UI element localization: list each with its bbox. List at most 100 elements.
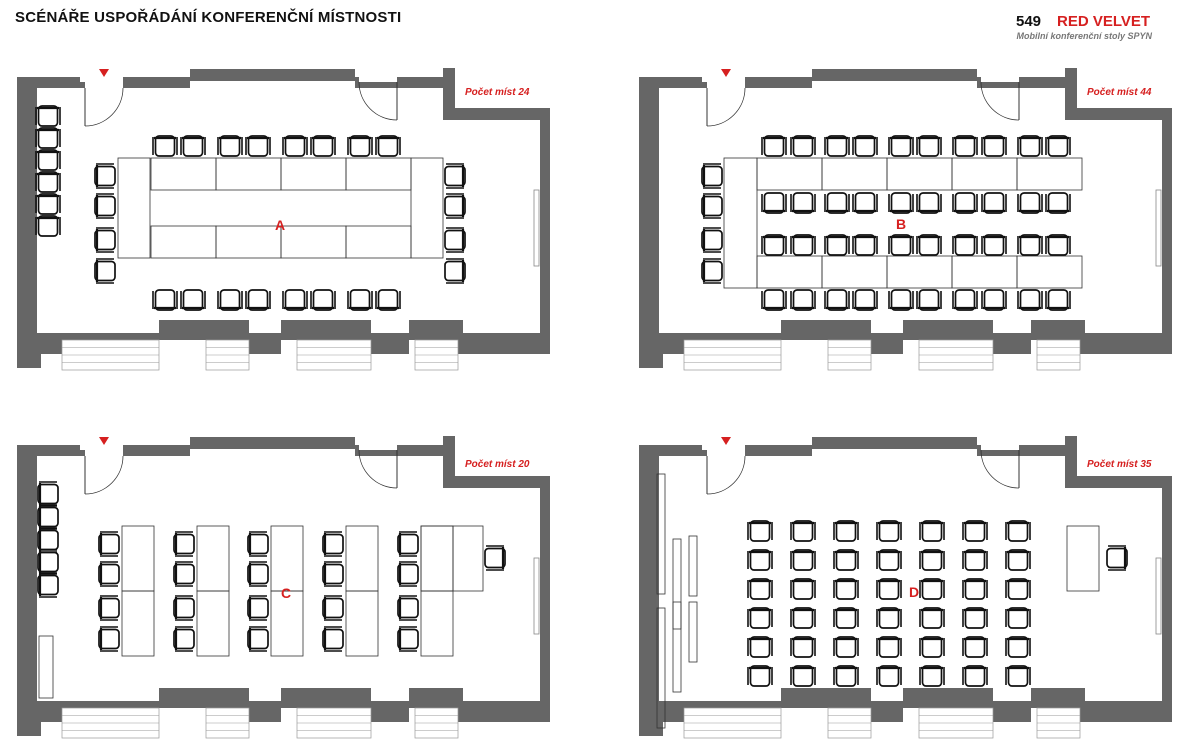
table bbox=[1066, 525, 1100, 592]
chair bbox=[1017, 289, 1043, 311]
chair bbox=[919, 607, 945, 629]
chair bbox=[833, 549, 859, 571]
chair bbox=[37, 527, 59, 553]
chair bbox=[1045, 135, 1071, 157]
chair bbox=[962, 665, 988, 687]
table bbox=[1016, 157, 1083, 191]
chair bbox=[1045, 192, 1071, 214]
entrance-door bbox=[706, 69, 746, 127]
chair bbox=[35, 193, 61, 215]
chair bbox=[962, 636, 988, 658]
chair bbox=[35, 171, 61, 193]
chair bbox=[790, 234, 816, 256]
side-window bbox=[533, 557, 540, 635]
window-2 bbox=[827, 707, 872, 739]
chair bbox=[761, 234, 787, 256]
chair bbox=[247, 626, 269, 652]
chair bbox=[761, 289, 787, 311]
chair bbox=[790, 665, 816, 687]
chair bbox=[444, 193, 466, 219]
window-4 bbox=[1036, 707, 1081, 739]
chair bbox=[444, 227, 466, 253]
chair bbox=[888, 289, 914, 311]
service-door bbox=[358, 437, 398, 489]
chair bbox=[310, 135, 336, 157]
chair bbox=[888, 192, 914, 214]
chair bbox=[1005, 636, 1031, 658]
window-1 bbox=[683, 707, 782, 739]
chair bbox=[876, 520, 902, 542]
chair bbox=[322, 626, 344, 652]
chair bbox=[981, 192, 1007, 214]
chair bbox=[37, 504, 59, 530]
chair bbox=[173, 531, 195, 557]
chair bbox=[94, 227, 116, 253]
window-2 bbox=[205, 339, 250, 371]
chair bbox=[701, 163, 723, 189]
chair bbox=[916, 234, 942, 256]
entrance-arrow-icon bbox=[99, 69, 109, 77]
table bbox=[121, 590, 155, 657]
chair bbox=[888, 135, 914, 157]
chair bbox=[833, 665, 859, 687]
chair bbox=[247, 595, 269, 621]
side-window bbox=[1155, 557, 1162, 635]
service-door bbox=[980, 437, 1020, 489]
chair bbox=[397, 626, 419, 652]
chair bbox=[876, 549, 902, 571]
chair bbox=[484, 545, 506, 571]
chair bbox=[35, 215, 61, 237]
chair bbox=[282, 289, 308, 311]
chair bbox=[245, 289, 271, 311]
chair bbox=[217, 289, 243, 311]
service-door bbox=[358, 69, 398, 121]
chair bbox=[790, 636, 816, 658]
window-2 bbox=[205, 707, 250, 739]
chair bbox=[245, 135, 271, 157]
stacked-chairs bbox=[688, 535, 698, 597]
chair bbox=[375, 135, 401, 157]
window-1 bbox=[683, 339, 782, 371]
chair bbox=[876, 665, 902, 687]
side-window bbox=[1155, 189, 1162, 267]
chair bbox=[833, 520, 859, 542]
chair bbox=[397, 561, 419, 587]
chair bbox=[94, 193, 116, 219]
chair bbox=[790, 549, 816, 571]
chair bbox=[1017, 135, 1043, 157]
chair bbox=[747, 520, 773, 542]
chair bbox=[35, 127, 61, 149]
table bbox=[117, 157, 151, 259]
capacity-label: Počet míst 44 bbox=[1087, 87, 1152, 98]
chair bbox=[790, 520, 816, 542]
chair bbox=[824, 192, 850, 214]
chair bbox=[1005, 665, 1031, 687]
chair bbox=[247, 561, 269, 587]
chair bbox=[701, 193, 723, 219]
chair bbox=[1005, 520, 1031, 542]
chair bbox=[790, 289, 816, 311]
entrance-arrow-icon bbox=[99, 437, 109, 445]
chair bbox=[37, 549, 59, 575]
chair bbox=[173, 561, 195, 587]
window-2 bbox=[827, 339, 872, 371]
chair bbox=[952, 289, 978, 311]
chair bbox=[37, 481, 59, 507]
chair bbox=[444, 163, 466, 189]
chair bbox=[824, 234, 850, 256]
chair bbox=[1017, 192, 1043, 214]
chair bbox=[98, 561, 120, 587]
scenario-letter: D bbox=[909, 584, 919, 600]
chair bbox=[180, 289, 206, 311]
window-3 bbox=[296, 339, 372, 371]
window-3 bbox=[296, 707, 372, 739]
entrance-door bbox=[84, 69, 124, 127]
chair bbox=[217, 135, 243, 157]
chair bbox=[322, 531, 344, 557]
chair bbox=[747, 665, 773, 687]
chair bbox=[824, 135, 850, 157]
floor-plan-a: Počet míst 24 A bbox=[17, 68, 550, 371]
chair bbox=[98, 626, 120, 652]
chair bbox=[962, 578, 988, 600]
entrance-door bbox=[84, 437, 124, 495]
